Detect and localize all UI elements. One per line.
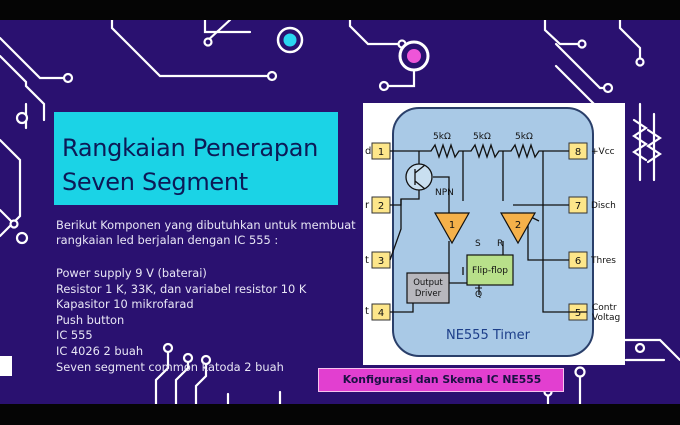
pin-6-label: 6 bbox=[575, 256, 581, 267]
chip-body bbox=[392, 107, 594, 357]
flip-flop-label: Flip-flop bbox=[472, 266, 508, 276]
npn-transistor bbox=[405, 163, 433, 191]
diagram-caption: Konfigurasi dan Skema IC NE555 bbox=[342, 373, 542, 386]
pin-1-label: 1 bbox=[378, 147, 384, 158]
bottom-letterbox bbox=[0, 404, 680, 425]
pin-name-disch: Disch bbox=[591, 201, 616, 211]
list-item: IC 4026 2 buah bbox=[56, 343, 144, 358]
comparator-1 bbox=[433, 212, 471, 245]
output-driver bbox=[406, 272, 450, 304]
list-item: Kapasitor 10 mikrofarad bbox=[56, 297, 194, 312]
pin-name-2: r bbox=[365, 200, 370, 211]
resistor-label-1: 5kΩ bbox=[433, 132, 451, 142]
output-driver-label-1: Output bbox=[413, 278, 443, 288]
list-item: Push button bbox=[56, 312, 125, 327]
resistor-label-2: 5kΩ bbox=[473, 132, 491, 142]
caption-box: Konfigurasi dan Skema IC NE555 bbox=[318, 368, 564, 392]
slide-title-line-1: Rangkaian Penerapan bbox=[62, 134, 319, 162]
pin-name-ctrl-2: Voltag bbox=[592, 313, 620, 323]
pin-name-thres: Thres bbox=[590, 256, 616, 266]
pin-name-1: d bbox=[365, 146, 371, 157]
flip-flop-q: Q bbox=[475, 290, 482, 300]
flip-flop-r: R bbox=[497, 239, 503, 249]
resistor-label-3: 5kΩ bbox=[515, 132, 533, 142]
comparator-2-label: 2 bbox=[515, 220, 521, 231]
slide-title-line-2: Seven Segment bbox=[62, 168, 248, 196]
pin-name-3: t bbox=[365, 255, 369, 266]
ne555-schematic: d r t t 1 2 3 bbox=[365, 107, 620, 357]
top-letterbox bbox=[0, 0, 680, 20]
pin-7-label: 7 bbox=[575, 201, 581, 212]
title-box: Rangkaian Penerapan Seven Segment bbox=[54, 112, 338, 205]
ne555-diagram: d r t t 1 2 3 bbox=[363, 103, 625, 365]
flip-flop bbox=[466, 254, 514, 286]
pin-5-label: 5 bbox=[575, 308, 581, 319]
intro-text: Berikut Komponen yang dibutuhkan untuk m… bbox=[56, 218, 356, 247]
list-item: Power supply 9 V (baterai) bbox=[56, 266, 207, 280]
pin-name-vcc: +Vcc bbox=[591, 147, 615, 157]
circuit-decoration bbox=[0, 20, 680, 404]
pin-4-label: 4 bbox=[378, 308, 384, 319]
comparator-1-label: 1 bbox=[449, 220, 455, 231]
pin-3-label: 3 bbox=[378, 256, 384, 267]
chip-name: NE555 Timer bbox=[446, 328, 531, 343]
comparator-2 bbox=[499, 212, 537, 245]
list-item: IC 555 bbox=[56, 328, 93, 343]
component-list: Power supply 9 V (baterai) Resistor 1 K,… bbox=[56, 266, 356, 375]
flip-flop-s: S bbox=[475, 239, 481, 249]
output-driver-label-2: Driver bbox=[415, 289, 442, 299]
presentation-slide: Rangkaian Penerapan Seven Segment Beriku… bbox=[0, 20, 680, 404]
pin-name-4: t bbox=[365, 306, 369, 317]
pin-name-ctrl-1: Contr bbox=[592, 303, 617, 313]
npn-label: NPN bbox=[435, 188, 454, 198]
list-item: Seven segment common katoda 2 buah bbox=[56, 359, 284, 374]
list-item: Resistor 1 K, 33K, dan variabel resistor… bbox=[56, 281, 307, 296]
pin-2-label: 2 bbox=[378, 201, 384, 212]
pin-8-label: 8 bbox=[575, 147, 581, 158]
